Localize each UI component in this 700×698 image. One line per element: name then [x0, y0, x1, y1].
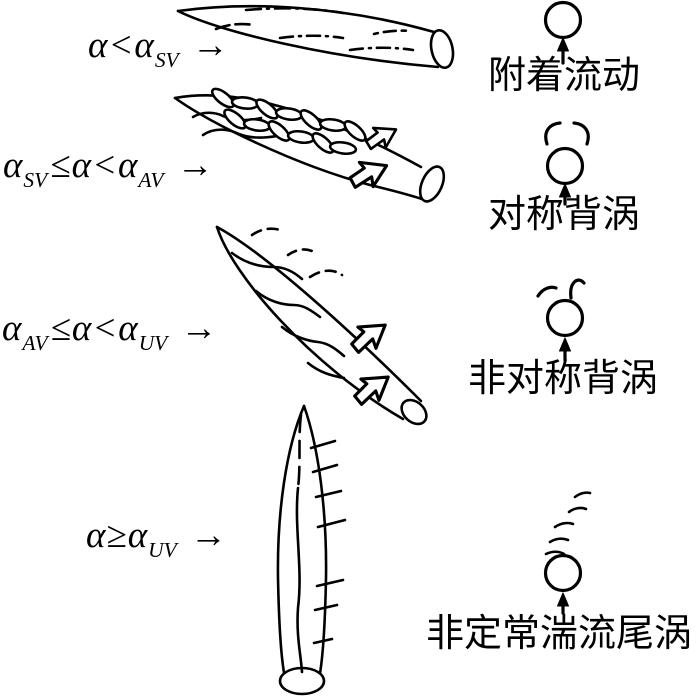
body-outline	[173, 93, 446, 203]
body-section-circle	[543, 553, 583, 593]
hollow-vortex-arrow	[364, 126, 398, 151]
body-section-circle	[545, 298, 585, 338]
formula-subscript: UV	[148, 538, 177, 563]
section-icon-asymmetric-vortex	[536, 278, 586, 362]
upward-flow-arrow-icon	[559, 183, 571, 206]
centerline-streamline	[295, 413, 304, 674]
asymmetric-vortex-curl-icons	[536, 278, 586, 300]
body-sketch-wake-vortex	[276, 404, 347, 696]
regime-label-asymmetric-vortex: 非对称背涡	[467, 358, 658, 400]
aoa-condition-3: αAV≤α<αUV →	[2, 308, 219, 354]
body-outline	[276, 404, 328, 696]
body-section-circle	[543, 0, 583, 40]
formula-segment: ≤α<α	[50, 145, 139, 186]
formula-segment: →	[181, 25, 230, 66]
dashed-separation-curls	[250, 227, 344, 279]
separation-tick-marks	[309, 439, 347, 645]
formula-segment: α<α	[88, 25, 155, 66]
formula-segment: α	[2, 308, 23, 349]
aoa-condition-2: αSV≤α<αAV →	[3, 145, 215, 191]
body-outline	[176, 4, 455, 70]
turbulent-wake-dash-icons	[544, 491, 592, 556]
hollow-vortex-arrow	[353, 375, 390, 406]
formula-subscript: SV	[23, 168, 48, 193]
braided-vortex-rope-upper	[210, 87, 367, 142]
attached-streamlines	[214, 7, 415, 52]
formula-segment: ≤α<α	[50, 308, 139, 349]
surface-wavy-streamlines	[230, 251, 346, 380]
regime-label-attached-flow: 附着流动	[487, 55, 640, 97]
upward-flow-arrow-icon	[557, 592, 569, 615]
section-icon-turbulent-wake	[543, 491, 592, 615]
regime-label-symmetric-vortex: 对称背涡	[487, 194, 640, 236]
section-icon-symmetric-vortex	[544, 121, 590, 206]
braided-vortex-rope-lower	[223, 108, 358, 156]
upward-flow-arrow-icon	[559, 337, 571, 362]
aoa-condition-1: α<αSV →	[88, 25, 233, 71]
section-icon-attached-flow	[543, 0, 583, 65]
upward-flow-arrow-icon	[557, 37, 569, 65]
formula-subscript: SV	[154, 48, 179, 73]
formula-subscript: UV	[138, 331, 168, 356]
hollow-vortex-arrow	[350, 323, 387, 354]
formula-segment: α	[3, 145, 24, 186]
aoa-condition-4: α≥αUV →	[86, 515, 231, 561]
formula-segment: →	[170, 308, 219, 349]
formula-segment: →	[179, 515, 229, 556]
regime-label-turbulent-wake: 非定常湍流尾涡	[425, 613, 692, 655]
body-sketch-attached-flow	[176, 4, 455, 70]
formula-segment: α≥α	[86, 515, 149, 556]
body-sketch-symmetric-vortex	[173, 87, 446, 203]
symmetric-vortex-curl-icons	[544, 121, 590, 146]
formula-segment: →	[166, 145, 215, 186]
hollow-vortex-arrow	[348, 160, 389, 189]
formula-subscript: AV	[22, 331, 48, 356]
body-section-circle	[545, 146, 585, 186]
formula-subscript: AV	[138, 168, 164, 193]
body-sketch-asymmetric-vortex	[215, 225, 428, 426]
